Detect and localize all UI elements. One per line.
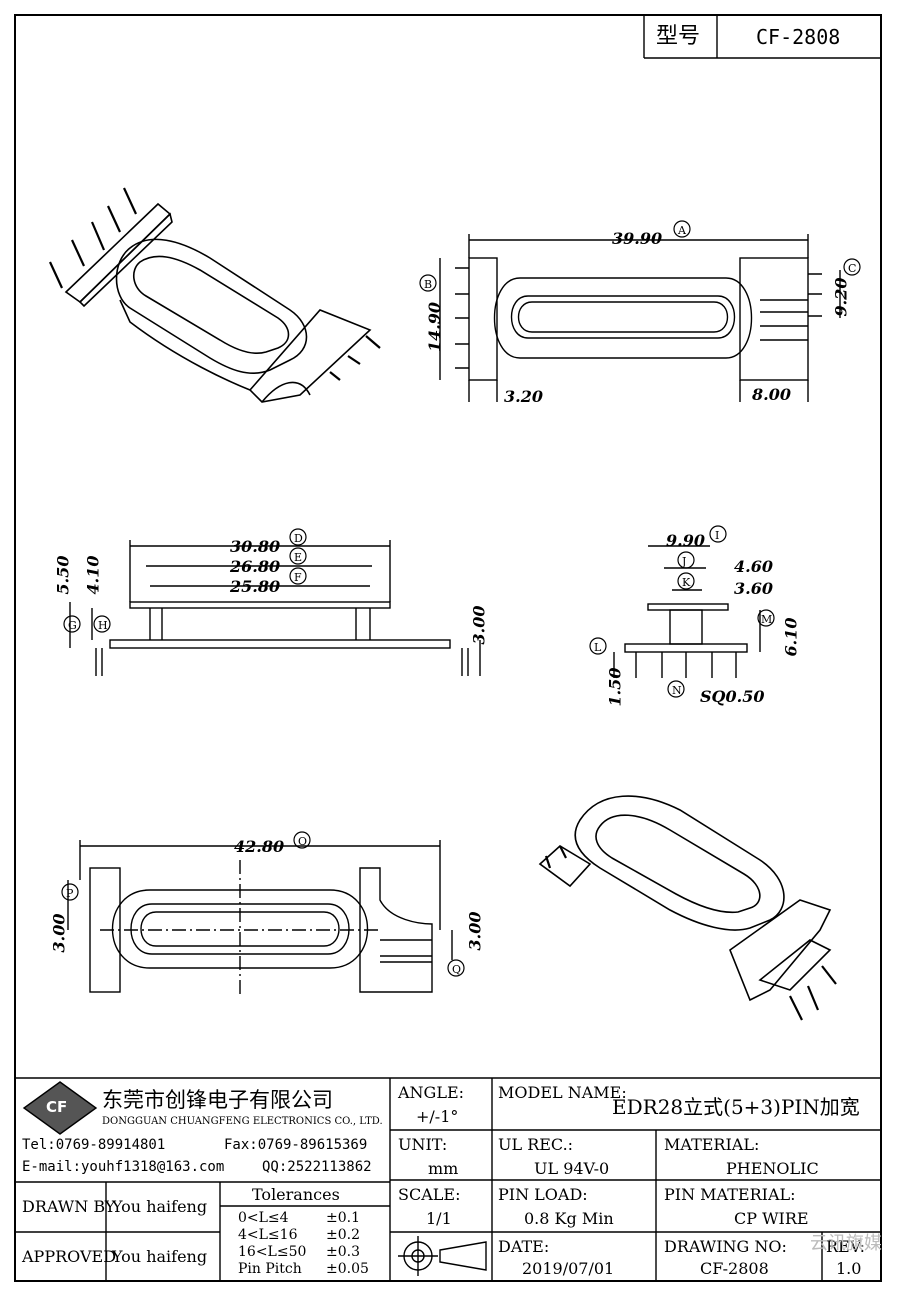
title-block-grid: [14, 1077, 882, 1282]
callout-n: N: [672, 684, 682, 697]
dim-right-offset: 8.00: [752, 385, 791, 404]
angle-label: ANGLE:: [398, 1083, 465, 1102]
drawn-label: DRAWN BY: [22, 1197, 116, 1216]
dim-end-j: 4.60: [734, 557, 773, 576]
scale-value: 1/1: [426, 1209, 452, 1228]
drawno-label: DRAWING NO:: [664, 1237, 787, 1256]
model-value: EDR28立式(5+3)PIN加宽: [612, 1095, 860, 1119]
date-label: DATE:: [498, 1237, 550, 1256]
tol-value-4: ±0.05: [326, 1261, 369, 1277]
dim-side-d: 30.80: [230, 537, 281, 556]
company-logo-icon: [22, 1081, 98, 1135]
callout-k: K: [682, 576, 691, 589]
pinload-value: 0.8 Kg Min: [524, 1209, 614, 1228]
pinmat-label: PIN MATERIAL:: [664, 1185, 796, 1204]
tol-value-3: ±0.3: [326, 1244, 360, 1260]
dim-side-pin: 3.00: [469, 605, 489, 645]
unit-value: mm: [428, 1159, 459, 1178]
dim-left-offset: 3.20: [504, 387, 543, 406]
callout-p: P: [66, 887, 74, 900]
callout-circles: [61, 220, 861, 977]
tolerances-title: Tolerances: [252, 1185, 340, 1204]
callout-a: A: [678, 224, 686, 237]
callout-d: D: [294, 532, 303, 545]
company-email: E-mail:youhf1318@163.com: [22, 1159, 225, 1175]
pinmat-value: CP WIRE: [734, 1209, 809, 1228]
side-view: [69, 540, 481, 676]
callout-g: G: [68, 619, 77, 632]
callout-q: Q: [452, 963, 462, 976]
dim-bottom-q: 3.00: [465, 911, 485, 951]
dim-end-i: 9.90: [666, 531, 705, 550]
tol-range-4: Pin Pitch: [238, 1261, 302, 1277]
callout-l: L: [594, 641, 602, 654]
company-name-en: DONGGUAN CHUANGFENG ELECTRONICS CO., LTD…: [102, 1116, 383, 1127]
bottom-view: [67, 840, 453, 996]
unit-label: UNIT:: [398, 1135, 448, 1154]
tol-value-2: ±0.2: [326, 1227, 360, 1243]
dim-side-g: 5.50: [53, 555, 73, 595]
tol-range-1: 0<L≤4: [238, 1210, 289, 1226]
watermark: 云讯旗媒: [810, 1233, 882, 1254]
type-label: 型号: [656, 24, 701, 49]
dim-bottom-p: 3.00: [49, 913, 69, 953]
company-logo-text: CF: [46, 1098, 68, 1116]
rev-label: REV:: [826, 1237, 866, 1256]
header-box: [643, 14, 882, 59]
dim-right-height: 9.20: [831, 277, 851, 317]
material-value: PHENOLIC: [726, 1159, 819, 1178]
callout-i: I: [715, 529, 720, 542]
callout-m: M: [761, 613, 773, 626]
drawing-sheet: [14, 14, 882, 1282]
company-tel: Tel:0769-89914801: [22, 1137, 166, 1153]
callout-f: F: [294, 571, 302, 584]
dim-side-h: 4.10: [83, 555, 103, 595]
approved-label: APPROVED: [22, 1247, 117, 1266]
scale-label: SCALE:: [398, 1185, 461, 1204]
callout-h: H: [98, 619, 108, 632]
drawno-value: CF-2808: [700, 1259, 769, 1278]
callout-c: C: [848, 262, 857, 275]
company-fax: Fax:0769-89615369: [224, 1137, 368, 1153]
company-qq: QQ:2522113862: [262, 1159, 372, 1175]
dim-end-l: 1.50: [605, 667, 625, 707]
dim-side-e: 26.80: [230, 557, 281, 576]
ul-label: UL REC.:: [498, 1135, 574, 1154]
dim-top-width: 39.90: [612, 229, 663, 248]
angle-value: +/-1°: [416, 1107, 459, 1126]
callout-o: O: [298, 835, 308, 848]
approved-value: You haifeng: [112, 1247, 208, 1266]
tol-value-1: ±0.1: [326, 1210, 360, 1226]
header-part-number: CF-2808: [756, 25, 841, 49]
material-label: MATERIAL:: [664, 1135, 760, 1154]
tol-range-3: 16<L≤50: [238, 1244, 307, 1260]
callout-e: E: [294, 551, 303, 564]
date-value: 2019/07/01: [522, 1259, 615, 1278]
model-label: MODEL NAME:: [498, 1083, 627, 1102]
top-view: [439, 234, 841, 402]
pinload-label: PIN LOAD:: [498, 1185, 588, 1204]
dim-left-height: 14.90: [425, 301, 445, 353]
tol-range-2: 4<L≤16: [238, 1227, 298, 1243]
callout-b: B: [424, 278, 433, 291]
dim-side-f: 25.80: [230, 577, 281, 596]
dim-end-k: 3.60: [734, 579, 773, 598]
rev-value: 1.0: [836, 1259, 862, 1278]
end-view: [613, 545, 761, 678]
isometric-view-bottom: [538, 795, 837, 1021]
isometric-view-top: [49, 187, 381, 403]
projection-symbol-icon: [398, 1236, 487, 1276]
dim-bottom-o: 42.80: [234, 837, 285, 856]
callout-j: J: [682, 555, 687, 568]
company-name-cn: 东莞市创锋电子有限公司: [102, 1088, 333, 1112]
drawn-value: You haifeng: [112, 1197, 208, 1216]
dim-end-m: 6.10: [781, 617, 801, 657]
ul-value: UL 94V-0: [534, 1159, 610, 1178]
dim-end-sq: SQ0.50: [700, 687, 765, 706]
